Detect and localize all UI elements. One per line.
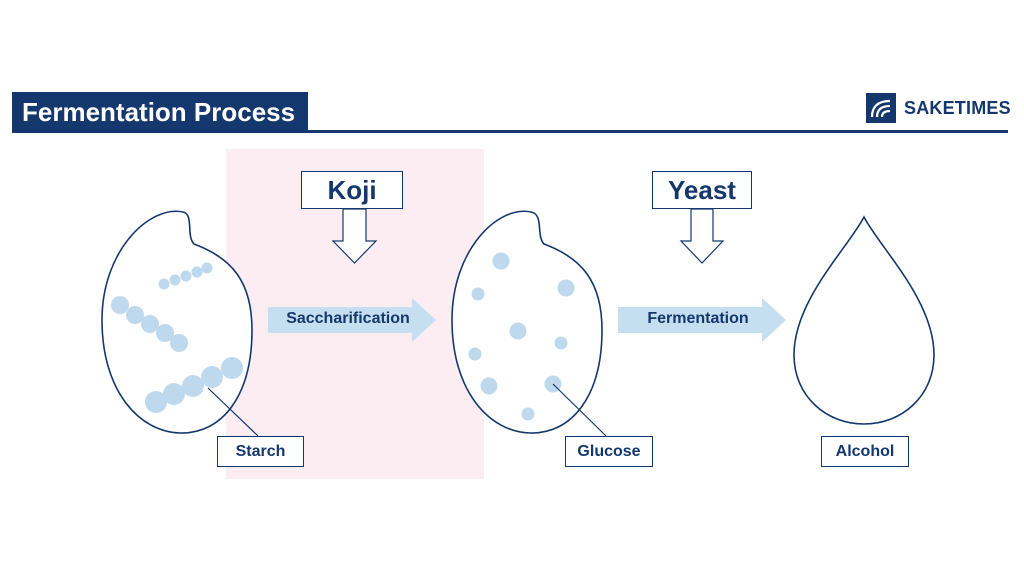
alcohol-drop	[793, 215, 935, 425]
page-title: Fermentation Process	[12, 92, 308, 133]
starch-chain-small	[158, 262, 213, 290]
starch-label: Starch	[217, 436, 304, 467]
glucose-molecules	[468, 252, 575, 421]
starch-chain-large	[145, 357, 243, 413]
yeast-down-arrow	[679, 208, 725, 264]
saketimes-logo-icon	[866, 93, 896, 123]
glucose-pointer-line	[552, 383, 607, 437]
brand-name: SAKETIMES	[904, 97, 1011, 118]
header-divider	[12, 130, 1008, 133]
glucose-label: Glucose	[565, 436, 653, 467]
starch-pointer-line	[207, 387, 259, 437]
saccharification-arrow	[268, 298, 436, 342]
koji-label: Koji	[301, 171, 403, 209]
alcohol-label: Alcohol	[821, 436, 909, 467]
saccharification-label: Saccharification	[286, 310, 410, 327]
fermentation-arrow	[618, 298, 786, 342]
starch-chain-medium	[111, 296, 188, 352]
rice-grain-glucose	[451, 210, 603, 434]
brand-logo: SAKETIMES	[866, 92, 1011, 124]
fermentation-label: Fermentation	[647, 310, 749, 327]
yeast-label: Yeast	[652, 171, 752, 209]
koji-down-arrow	[331, 208, 378, 264]
